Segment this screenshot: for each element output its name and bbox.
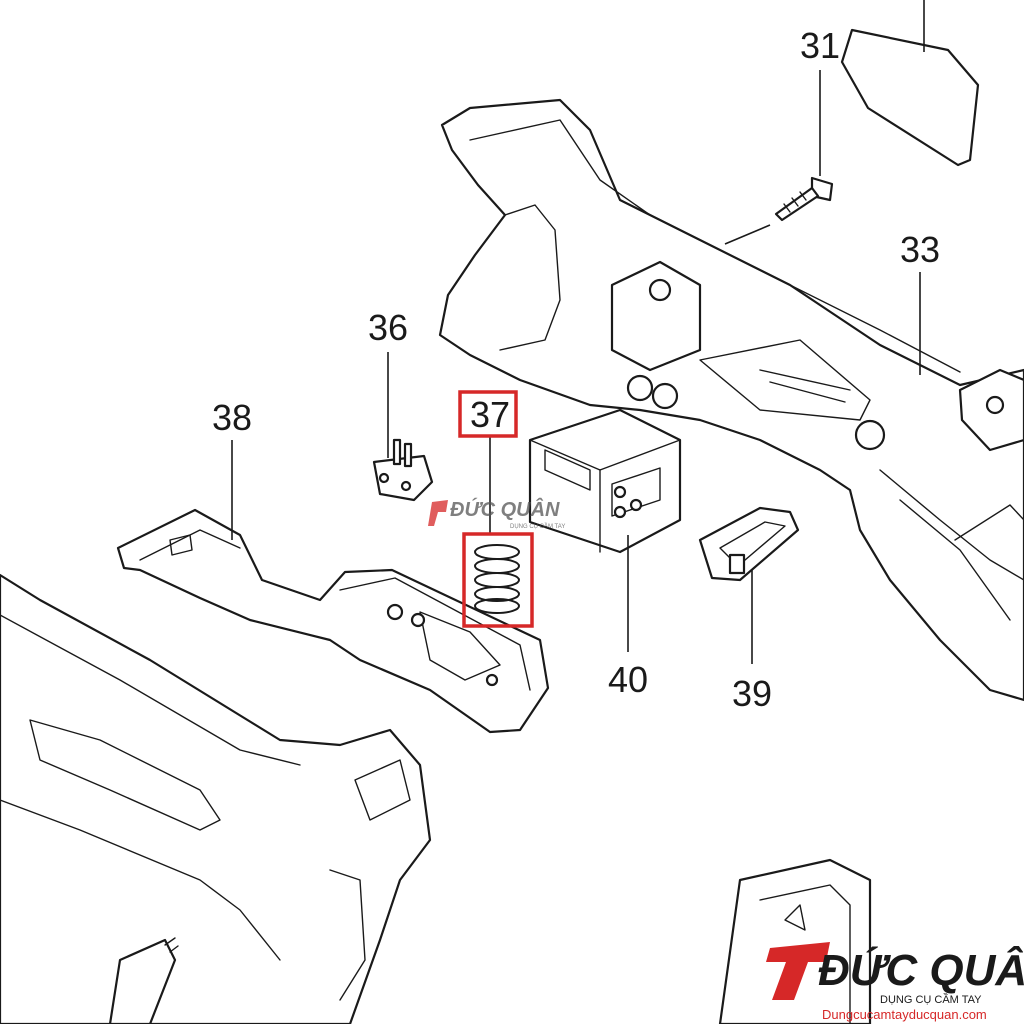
part-36-terminal	[372, 352, 434, 502]
watermark-logo-url: Dungcucamtayducquan.com	[822, 1007, 987, 1022]
watermark-center: ĐỨC QUÂN DỤNG CỤ CẦM TAY	[428, 497, 565, 530]
main-housing	[0, 573, 432, 1024]
watermark-logo: ĐỨC QUÂN DỤNG CỤ CẦM TAY Dungcucamtayduc…	[766, 942, 1024, 1022]
part-37-spring	[474, 436, 520, 614]
callout-40: 40	[608, 659, 648, 700]
battery-terminal-bracket	[718, 858, 872, 1024]
part-38-switch-lever	[116, 440, 550, 734]
callout-36: 36	[368, 307, 408, 348]
part-31-screw	[774, 70, 834, 222]
callout-31: 31	[800, 25, 840, 66]
highlight-box-37-spring	[462, 532, 534, 628]
callout-37: 37	[470, 394, 510, 435]
watermark-logo-brand: ĐỨC QUÂN	[818, 945, 1024, 995]
watermark-center-tagline: DỤNG CỤ CẦM TAY	[510, 523, 565, 530]
part-39-button-cap	[698, 506, 800, 664]
part-33-housing-half	[438, 98, 1024, 702]
callout-38: 38	[212, 397, 252, 438]
watermark-logo-tagline: DỤNG CỤ CẦM TAY	[880, 993, 982, 1006]
part-40-switch	[528, 408, 682, 652]
part-31-label-plate	[840, 0, 980, 167]
watermark-center-brand: ĐỨC QUÂN	[450, 497, 560, 521]
callout-39: 39	[732, 673, 772, 714]
callout-33: 33	[900, 229, 940, 270]
highlight-box-37-label	[458, 390, 518, 438]
